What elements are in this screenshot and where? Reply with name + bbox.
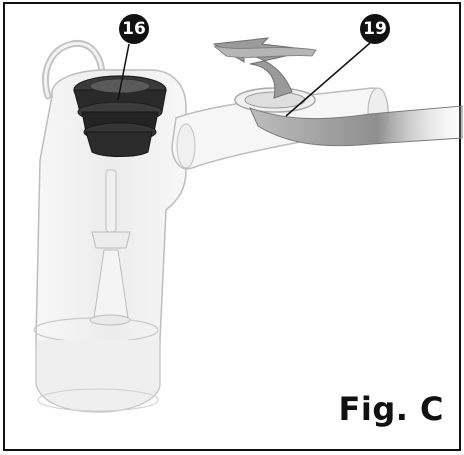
figure-caption: Fig. C bbox=[338, 390, 444, 428]
leader-line-19 bbox=[285, 42, 371, 117]
callout-19: 19 bbox=[360, 14, 390, 44]
inner-stem bbox=[105, 169, 117, 233]
frame-border bbox=[3, 2, 461, 451]
air-tube bbox=[249, 105, 463, 147]
callout-16: 16 bbox=[119, 14, 149, 44]
inner-baffle bbox=[91, 231, 131, 249]
leader-line-16 bbox=[117, 43, 130, 101]
